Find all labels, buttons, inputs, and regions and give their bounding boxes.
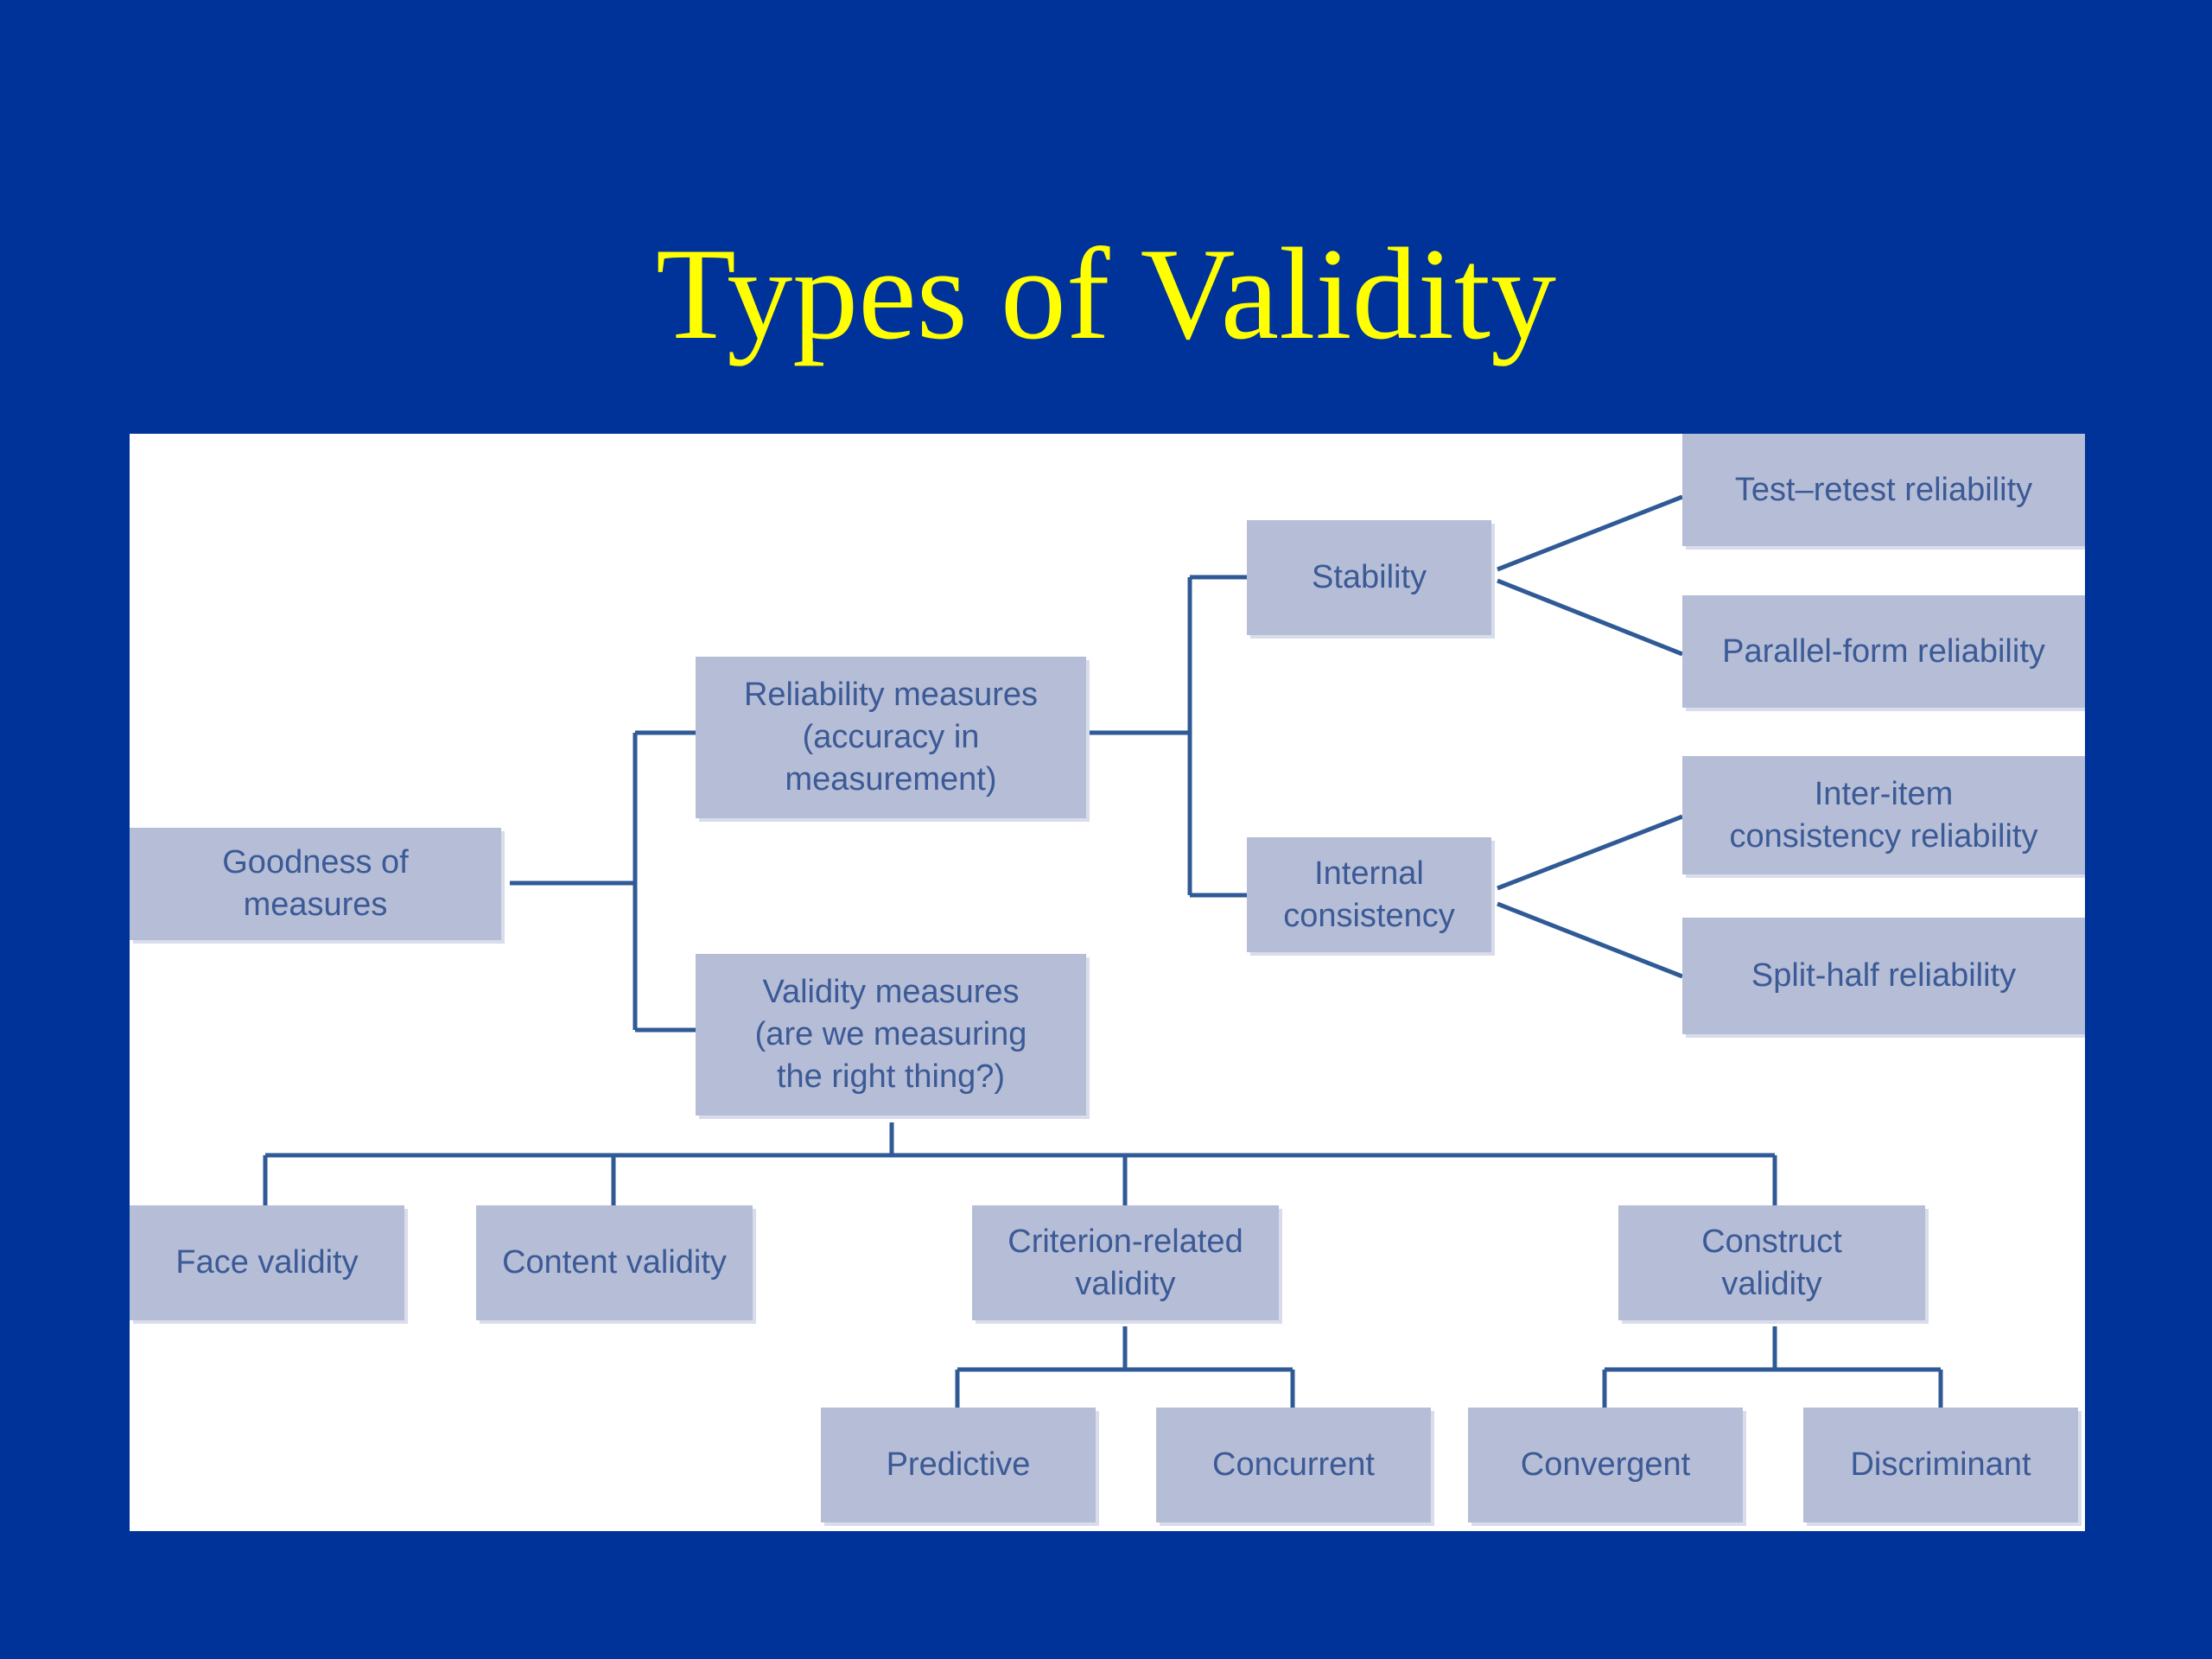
connector-lines xyxy=(263,494,1943,1408)
node-face-validity: Face validity xyxy=(130,1205,404,1320)
node-goodness-of-measures: Goodness of measures xyxy=(130,828,501,940)
node-construct-validity: Construct validity xyxy=(1618,1205,1925,1320)
node-test-retest-reliability: Test–retest reliability xyxy=(1682,434,2085,546)
node-content-validity: Content validity xyxy=(476,1205,753,1320)
node-criterion-related-validity: Criterion-related validity xyxy=(972,1205,1279,1320)
node-discriminant: Discriminant xyxy=(1803,1408,2078,1522)
validity-tree-diagram: Goodness of measures Reliability measure… xyxy=(130,434,2085,1531)
connector-stability-branch xyxy=(1497,494,1683,657)
connector-goodness-branch xyxy=(510,730,696,1033)
node-predictive: Predictive xyxy=(821,1408,1096,1522)
node-split-half-reliability: Split-half reliability xyxy=(1682,918,2085,1034)
connector-criterion-branch xyxy=(955,1326,1295,1408)
node-internal-consistency: Internal consistency xyxy=(1247,837,1491,952)
slide-title: Types of Validity xyxy=(655,221,1557,366)
node-parallel-form-reliability: Parallel-form reliability xyxy=(1682,595,2085,708)
connector-construct-branch xyxy=(1602,1326,1943,1408)
connector-internal-branch xyxy=(1497,814,1683,979)
connector-validity-branch xyxy=(263,1122,1777,1205)
node-inter-item-consistency-reliability: Inter-item consistency reliability xyxy=(1682,756,2085,874)
node-reliability-measures: Reliability measures (accuracy in measur… xyxy=(696,657,1086,818)
node-stability: Stability xyxy=(1247,520,1491,635)
node-concurrent: Concurrent xyxy=(1156,1408,1431,1522)
node-validity-measures: Validity measures (are we measuring the … xyxy=(696,954,1086,1116)
connector-reliability-branch xyxy=(1089,575,1247,898)
node-convergent: Convergent xyxy=(1468,1408,1743,1522)
